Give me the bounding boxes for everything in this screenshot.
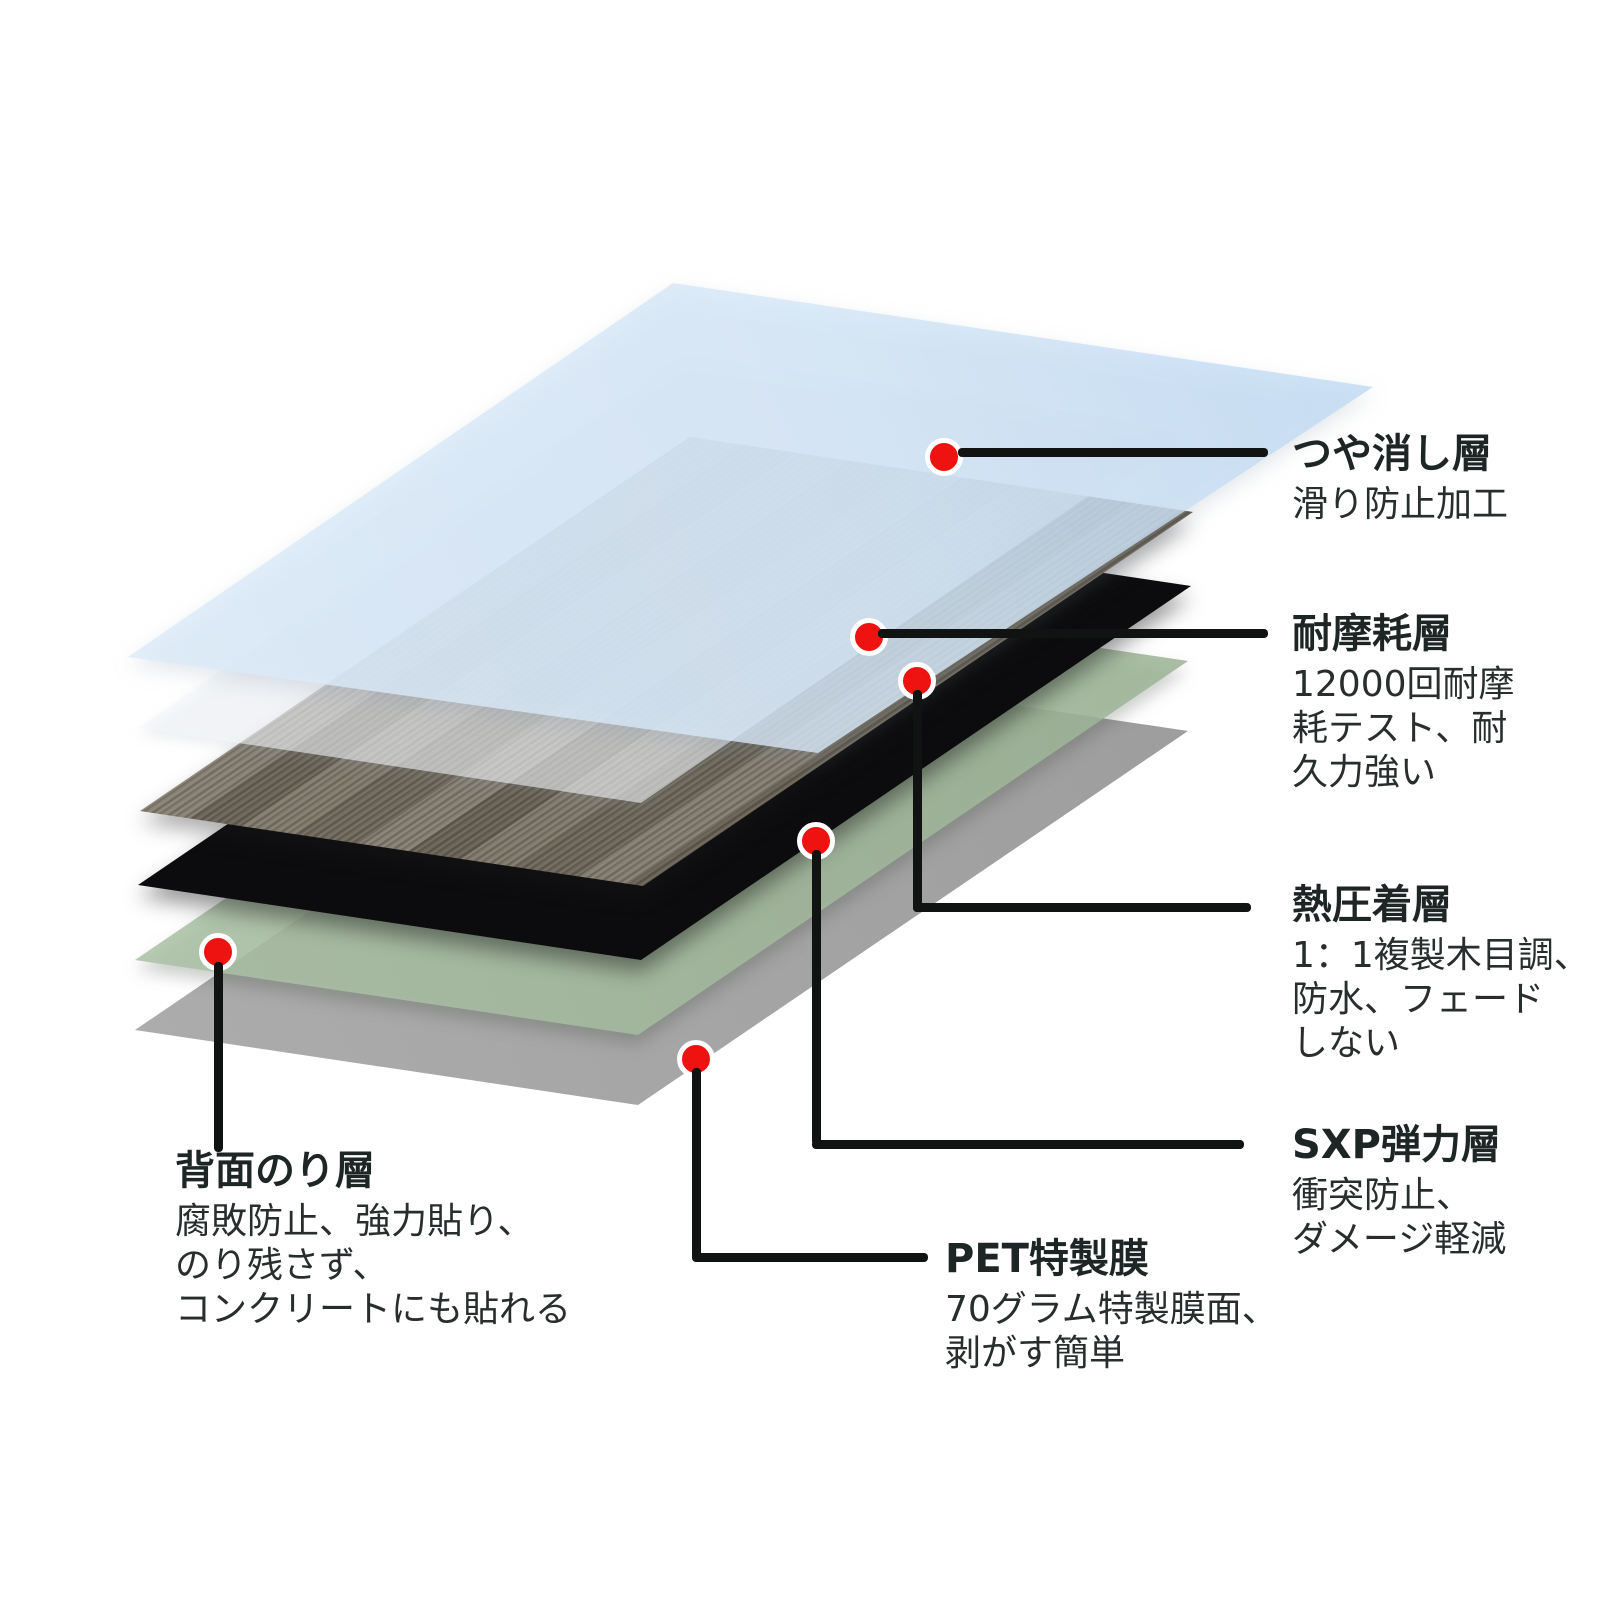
callout-desc-wear: 12000回耐摩耗テスト、耐久力強い	[1292, 664, 1515, 793]
callout-line-matte	[958, 448, 1268, 457]
callout-desc-heatpress: 1：1複製木目調、防水、フェードしない	[1292, 935, 1590, 1064]
callout-title-wear: 耐摩耗層	[1292, 611, 1452, 657]
callout-title-heatpress: 熱圧着層	[1292, 882, 1452, 928]
callout-line-wear	[878, 629, 1268, 638]
callout-title-pet: PET特製膜	[945, 1236, 1149, 1282]
callout-title-glue: 背面のり層	[175, 1148, 375, 1194]
callout-wear: 耐摩耗層 12000回耐摩耗テスト、耐久力強い	[1292, 611, 1600, 795]
callout-sxp: SXP弾力層 衝突防止、ダメージ軽減	[1292, 1122, 1600, 1262]
callout-desc-matte: 滑り防止加工	[1292, 484, 1509, 525]
callout-line-heatpress-h	[913, 903, 1251, 912]
callout-desc-pet: 70グラム特製膜面、剥がす簡単	[945, 1289, 1278, 1374]
callout-title-matte: つや消し層	[1292, 431, 1492, 477]
callout-dot-matte	[925, 438, 963, 476]
callout-desc-glue: 腐敗防止、強力貼り、のり残さず、コンクリートにも貼れる	[175, 1201, 572, 1330]
callout-line-sxp-h	[812, 1140, 1244, 1149]
callout-heatpress: 熱圧着層 1：1複製木目調、防水、フェードしない	[1292, 882, 1600, 1066]
callout-matte: つや消し層 滑り防止加工	[1292, 431, 1600, 527]
callout-pet: PET特製膜 70グラム特製膜面、剥がす簡単	[945, 1236, 1445, 1376]
callout-desc-sxp: 衝突防止、ダメージ軽減	[1292, 1175, 1507, 1260]
callout-title-sxp: SXP弾力層	[1292, 1122, 1501, 1168]
callout-line-glue-v	[214, 962, 223, 1152]
callout-line-sxp-v	[812, 850, 821, 1145]
callout-line-pet-v	[692, 1068, 701, 1260]
callout-line-pet-h	[692, 1253, 928, 1262]
callout-line-heatpress-v	[913, 690, 922, 912]
callout-glue: 背面のり層 腐敗防止、強力貼り、のり残さず、コンクリートにも貼れる	[175, 1148, 695, 1332]
